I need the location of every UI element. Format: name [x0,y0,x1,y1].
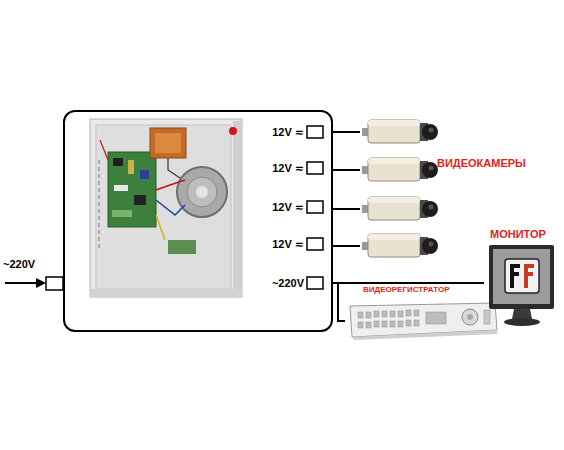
group-heading: ВИДЕОКАМЕРЫ [437,157,526,169]
dvr-node: ВИДЕОРЕГИСТРАТОР [345,286,500,340]
camera-drawings [362,120,438,257]
input-voltage-label: ~220V [3,258,35,270]
device-heading: ВИДЕОРЕГИСТРАТОР [363,286,449,295]
input-arrowhead [36,278,46,288]
cable-line [333,208,360,210]
output-label: ~220V [272,277,304,289]
output-label: 12V ≂ [272,126,304,138]
cable-line [333,245,360,247]
output-label: 12V ≂ [272,162,304,174]
monitor-node: МОНИТОР [484,228,562,328]
input-connector [46,277,63,290]
power-supply-box: 12V ≂ 12V ≂ 12V ≂ 12V ≂ ~220V [63,110,333,332]
cable-line [333,283,345,321]
output-label: 12V ≂ [272,238,304,250]
output-connectors [307,126,323,289]
cable-line [333,131,360,133]
device-heading: МОНИТОР [490,228,546,240]
monitor-drawing [489,245,554,326]
cable-line [333,169,360,171]
output-label: 12V ≂ [272,201,304,213]
cable-line [333,282,484,284]
dvr-drawing [350,303,497,340]
power-supply-photo [90,119,242,297]
input-line [5,282,40,284]
